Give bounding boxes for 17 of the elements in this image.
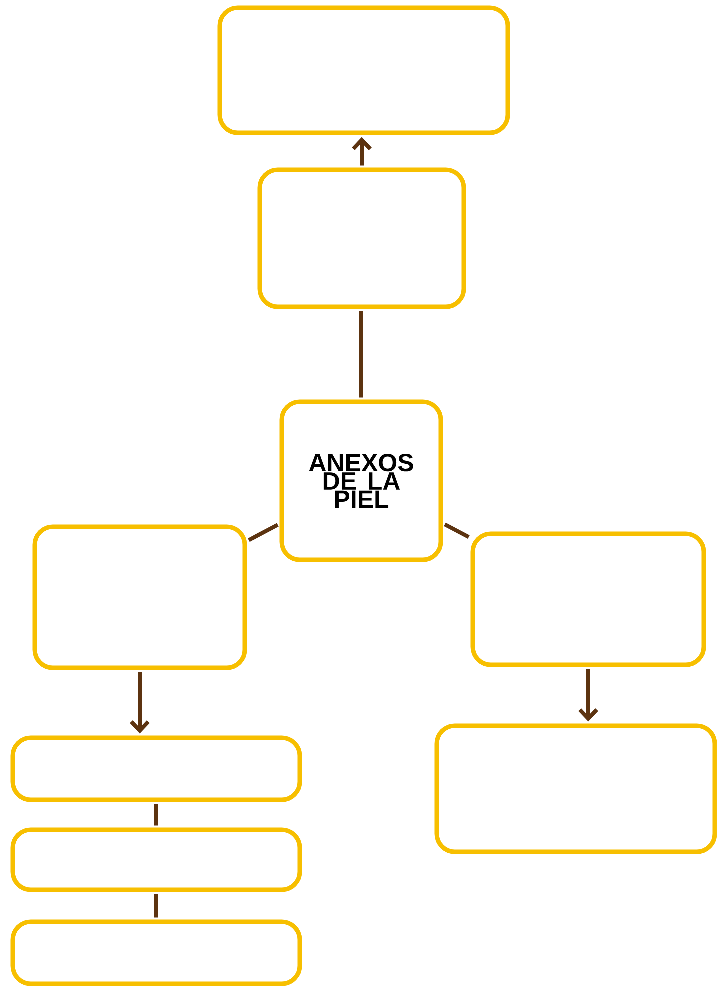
connector-line bbox=[154, 804, 158, 826]
empty-box bbox=[10, 828, 302, 892]
connector-line bbox=[248, 523, 279, 542]
empty-box bbox=[10, 920, 302, 986]
arrow bbox=[352, 137, 372, 166]
empty-box bbox=[10, 736, 302, 802]
connector-line bbox=[360, 311, 364, 398]
arrow bbox=[130, 672, 150, 734]
connector-line bbox=[444, 522, 470, 540]
connector-line bbox=[154, 894, 158, 918]
concept-box: ANEXOS DE LA PIEL bbox=[280, 400, 444, 562]
empty-box bbox=[32, 524, 248, 670]
empty-box bbox=[470, 532, 706, 668]
empty-box bbox=[258, 168, 466, 310]
arrow bbox=[578, 669, 598, 722]
empty-box bbox=[218, 6, 510, 136]
empty-box bbox=[434, 724, 717, 854]
